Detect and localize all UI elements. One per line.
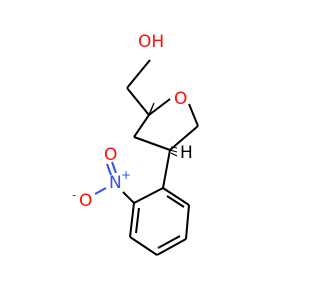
phenyl-bond-5 [129, 202, 135, 238]
phenyl-bond-3 [156, 238, 187, 256]
bond-c3-c2 [133, 114, 150, 138]
nitro-nitrogen-label: N [109, 173, 122, 193]
bond-c2-o1 [148, 98, 171, 116]
bond-n-o-single [94, 187, 107, 195]
structure-diagram: OH O H N + O O - [72, 32, 199, 256]
nitro-oxygen-double-label: O [104, 145, 117, 165]
nitro-oxygen-single-label: O [79, 191, 92, 211]
ring-oxygen-label: O [174, 89, 187, 109]
phenyl-double-1 [166, 195, 185, 208]
phenyl-bond-6 [133, 187, 164, 204]
bond-ch2-c2 [126, 87, 150, 116]
stereo-h-label: H [180, 143, 193, 163]
bond-c4-c3 [133, 136, 171, 151]
molecule-canvas: OH O H N + O O - [72, 32, 199, 256]
bond-c5-c4 [169, 125, 199, 151]
nitro-plus-label: + [121, 168, 131, 182]
nitro-minus-label: - [72, 188, 76, 202]
phenyl-bond-1 [162, 187, 190, 206]
bond-n-o-double-a [111, 161, 117, 174]
phenyl-bond-2 [185, 204, 190, 240]
bond-c4-phenyl [162, 149, 171, 189]
phenyl-double-3 [135, 207, 140, 234]
phenyl-bond-4 [129, 236, 158, 256]
bond-n-o-double-b [106, 163, 112, 176]
bond-phenyl-nitro [122, 191, 135, 204]
phenyl-double-2 [157, 235, 181, 249]
stereo-hash-c4 [169, 146, 178, 157]
hydroxyl-label: OH [138, 32, 164, 52]
bond-ch2-oh [126, 59, 151, 89]
bond-o1-c5 [188, 103, 199, 127]
